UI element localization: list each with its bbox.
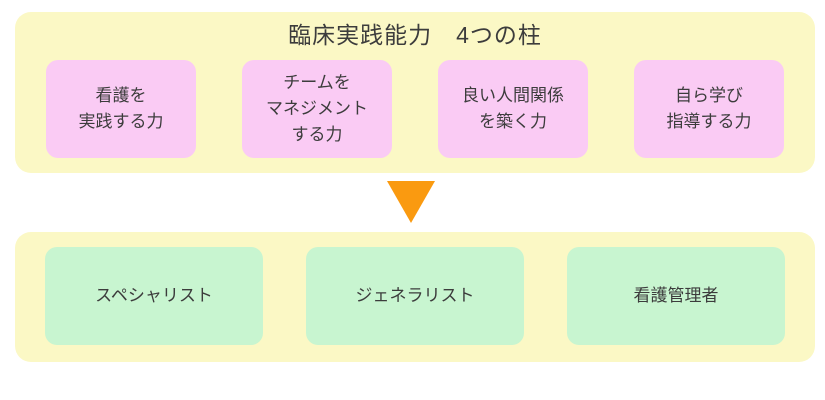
role-box-nurse-manager: 看護管理者 — [567, 247, 785, 345]
pillar-box-relationships: 良い人間関係 を築く力 — [438, 60, 588, 158]
pillars-panel: 臨床実践能力 4つの柱 看護を 実践する力 チームを マネジメント する力 良い… — [15, 12, 815, 173]
pillar-row: 看護を 実践する力 チームを マネジメント する力 良い人間関係 を築く力 自ら… — [15, 60, 815, 158]
roles-panel: スペシャリスト ジェネラリスト 看護管理者 — [15, 232, 815, 362]
diagram-title: 臨床実践能力 4つの柱 — [288, 22, 542, 48]
role-box-generalist: ジェネラリスト — [306, 247, 524, 345]
role-row: スペシャリスト ジェネラリスト 看護管理者 — [15, 247, 815, 345]
role-box-specialist: スペシャリスト — [45, 247, 263, 345]
pillar-box-self-learning: 自ら学び 指導する力 — [634, 60, 784, 158]
down-arrow-icon — [387, 181, 435, 223]
pillar-box-nursing-practice: 看護を 実践する力 — [46, 60, 196, 158]
pillar-box-team-management: チームを マネジメント する力 — [242, 60, 392, 158]
